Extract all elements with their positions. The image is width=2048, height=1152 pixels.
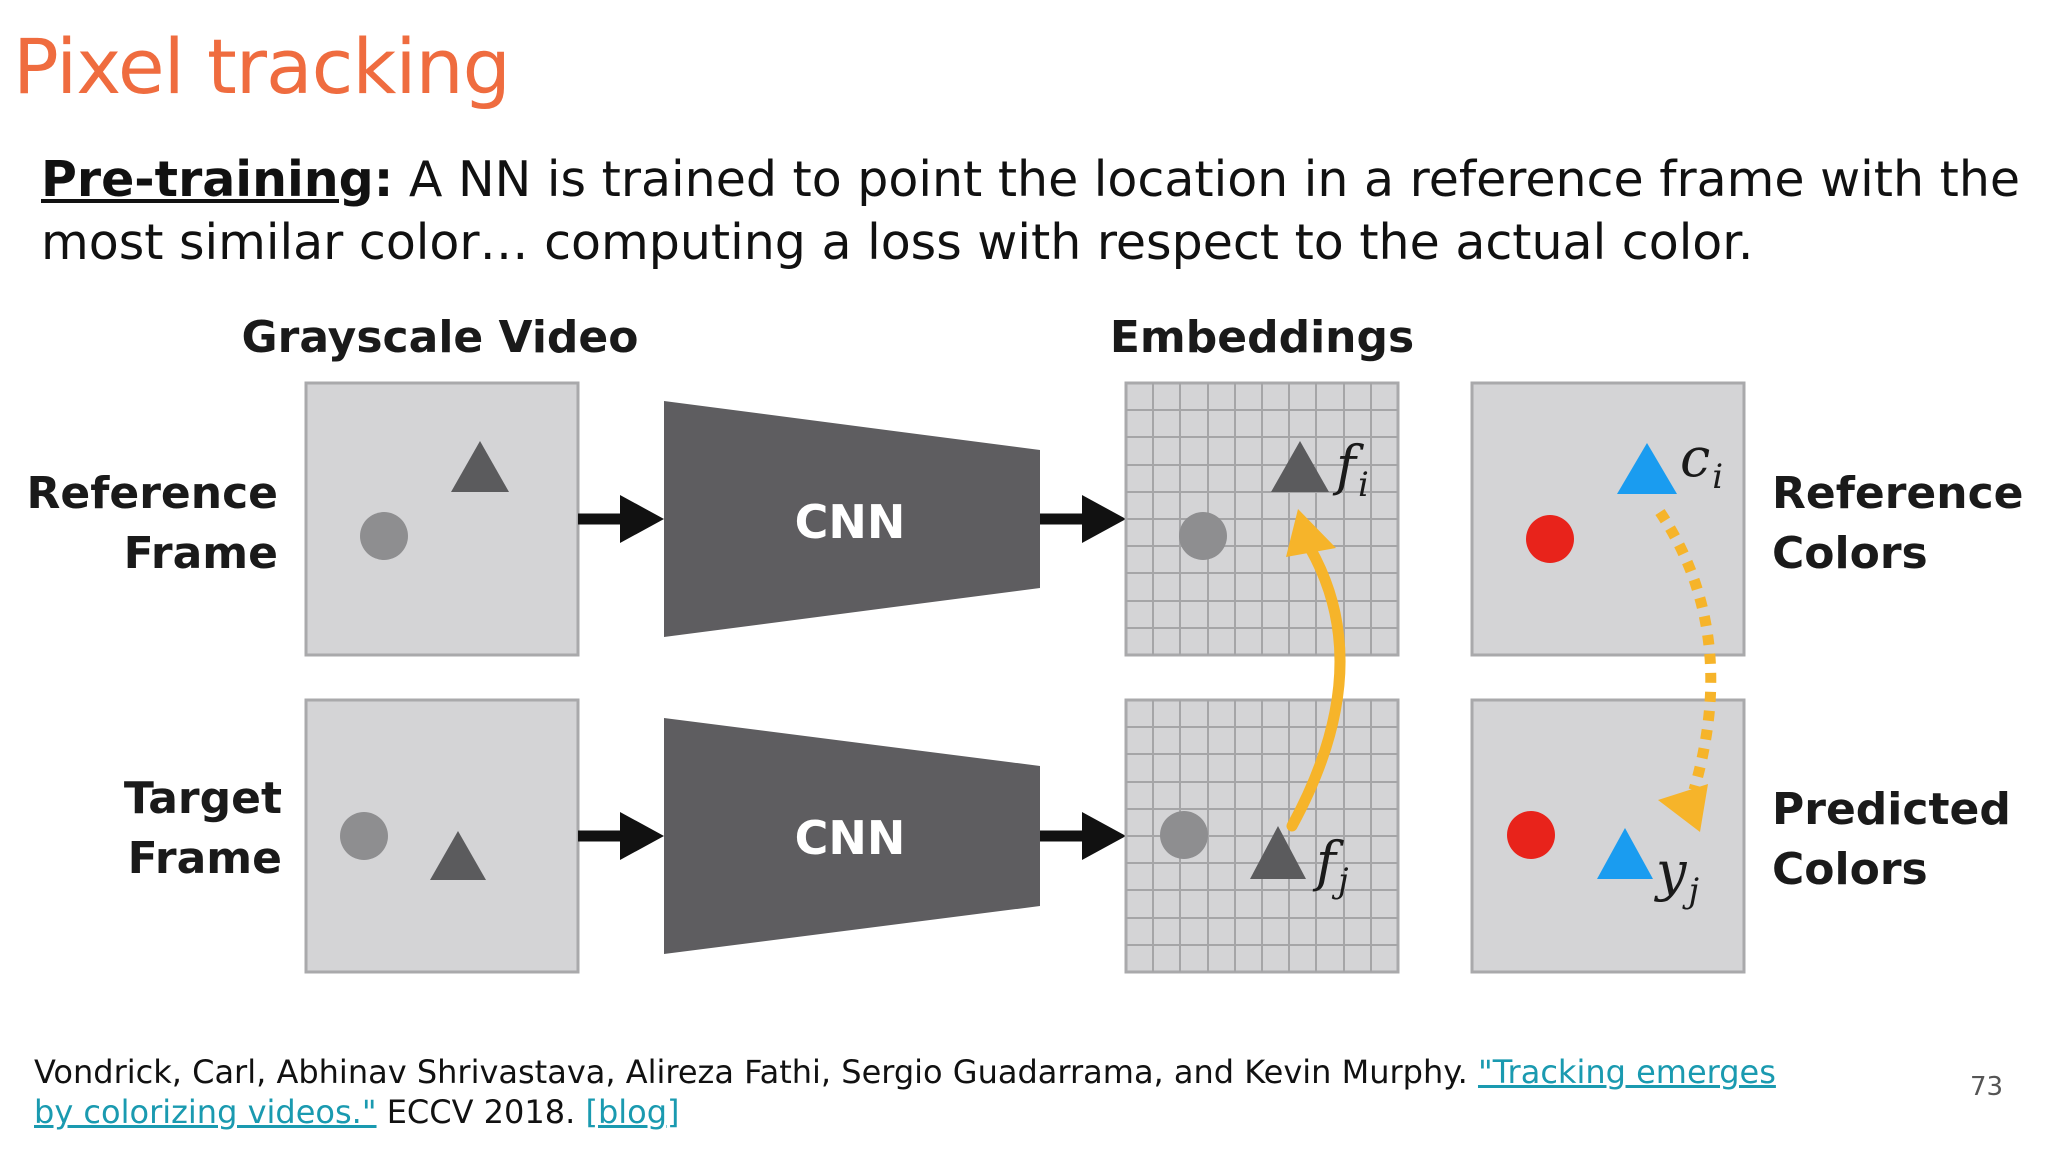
attention-arrow bbox=[1286, 542, 1346, 832]
citation-venue: ECCV 2018. bbox=[386, 1093, 576, 1131]
cnn-block-top bbox=[664, 401, 1040, 637]
arrowhead bbox=[1082, 495, 1126, 543]
blue-triangle bbox=[1597, 828, 1653, 879]
header-embeddings: Embeddings bbox=[1110, 312, 1414, 363]
label-reference-colors-line1: Reference bbox=[1772, 468, 2024, 519]
triangle-shape bbox=[1250, 826, 1306, 879]
circle-shape bbox=[1179, 512, 1227, 560]
body-text: A NN is trained to point the location in… bbox=[41, 151, 2021, 271]
label-reference-line1: Reference bbox=[27, 468, 279, 519]
page-number: 73 bbox=[1970, 1072, 2004, 1102]
triangle-shape bbox=[430, 831, 486, 880]
predicted-colors-frame bbox=[1470, 698, 1746, 974]
blue-triangle bbox=[1617, 443, 1677, 494]
red-circle bbox=[1507, 811, 1555, 859]
arrowhead bbox=[620, 812, 664, 860]
label-predicted-colors-line1: Predicted bbox=[1772, 784, 2011, 835]
label-y-j: yj bbox=[1654, 840, 1700, 911]
embedding-grid-target bbox=[1124, 698, 1400, 974]
arrowhead bbox=[1082, 812, 1126, 860]
label-c-i: ci bbox=[1680, 426, 1723, 497]
arrowhead bbox=[620, 495, 664, 543]
body-paragraph: Pre-training: A NN is trained to point t… bbox=[41, 148, 2031, 274]
circle-shape bbox=[1160, 811, 1208, 859]
header-grayscale-video: Grayscale Video bbox=[242, 312, 639, 363]
label-frame-line2: Frame bbox=[124, 528, 278, 579]
label-target-line1: Target bbox=[124, 773, 282, 824]
target-frame bbox=[304, 698, 580, 974]
label-predicted-colors-line2: Colors bbox=[1772, 844, 1928, 895]
cnn-label-bottom: CNN bbox=[795, 811, 906, 865]
keyword-colon: : bbox=[373, 151, 394, 208]
embedding-grid-reference bbox=[1124, 381, 1400, 657]
circle-shape bbox=[340, 812, 388, 860]
circle-shape bbox=[360, 512, 408, 560]
cnn-label-top: CNN bbox=[795, 495, 906, 549]
citation: Vondrick, Carl, Abhinav Shrivastava, Ali… bbox=[34, 1052, 1794, 1132]
color-copy-arrowhead bbox=[1658, 784, 1708, 832]
reference-colors-frame bbox=[1470, 381, 1746, 657]
triangle-shape bbox=[451, 441, 509, 492]
citation-authors: Vondrick, Carl, Abhinav Shrivastava, Ali… bbox=[34, 1053, 1468, 1091]
reference-frame bbox=[304, 381, 580, 657]
label-reference-colors-line2: Colors bbox=[1772, 528, 1928, 579]
red-circle bbox=[1526, 515, 1574, 563]
color-copy-arrow bbox=[1655, 508, 1717, 792]
blog-link[interactable]: [blog] bbox=[585, 1093, 680, 1131]
cnn-block-bottom bbox=[664, 718, 1040, 954]
pretraining-keyword: Pre-training bbox=[41, 151, 374, 208]
attention-arrowhead bbox=[1286, 509, 1336, 557]
triangle-shape bbox=[1271, 441, 1329, 492]
paper-link[interactable]: "Tracking emerges by colorizing videos." bbox=[34, 1053, 1776, 1131]
slide-title: Pixel tracking bbox=[13, 22, 511, 111]
label-target-frame-line2: Frame bbox=[128, 833, 282, 884]
